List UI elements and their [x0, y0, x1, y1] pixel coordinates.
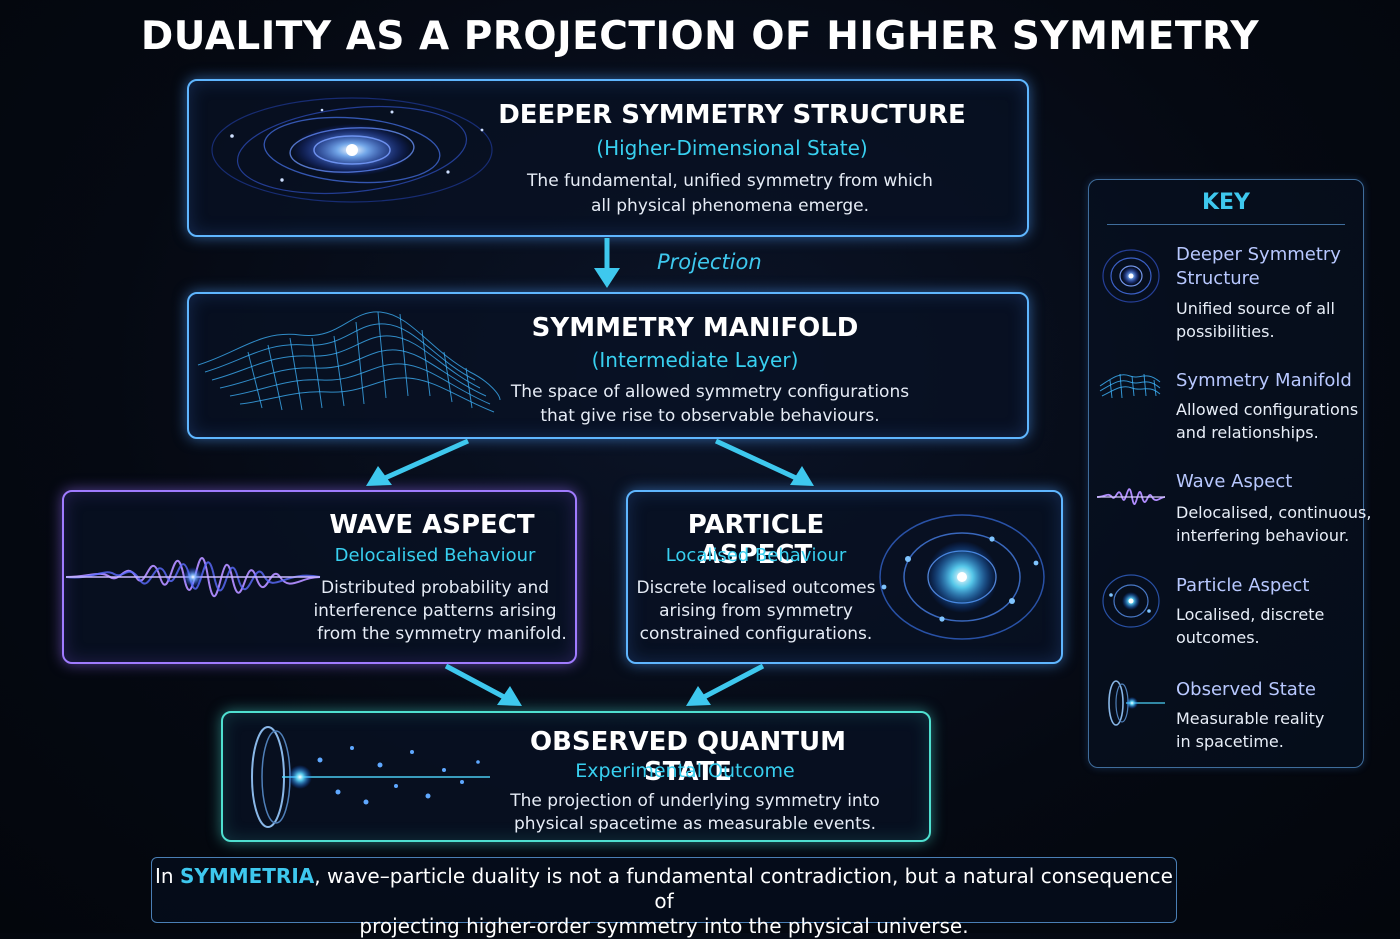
- arrow-particle-to-observed: [702, 663, 765, 700]
- arrow-wave-to-observed-head: [497, 686, 522, 706]
- wave-aspect-desc-2: interference patterns arising: [313, 601, 557, 621]
- particle-aspect-desc-2: arising from symmetry: [659, 601, 853, 621]
- key-item-manifold-desc-2: and relationships.: [1176, 423, 1319, 442]
- symmetry-manifold-box: [187, 292, 1029, 439]
- deeper-symmetry-subtitle: (Higher-Dimensional State): [596, 136, 868, 160]
- spiral-galaxy-icon: [211, 97, 493, 203]
- key-title: KEY: [1201, 190, 1250, 215]
- key-item-wave-desc-1: Delocalised, continuous,: [1176, 503, 1372, 522]
- flow-arrows: [366, 238, 814, 706]
- observed-state-desc-2: physical spacetime as measurable events.: [514, 814, 876, 834]
- deeper-symmetry-heading: DEEPER SYMMETRY STRUCTURE: [498, 100, 966, 130]
- arrow-deeper-to-manifold-head: [594, 268, 620, 288]
- wave-aspect-heading: WAVE ASPECT: [329, 510, 535, 540]
- key-item-deeper-desc-2: possibilities.: [1176, 322, 1275, 341]
- page-title: DUALITY AS A PROJECTION OF HIGHER SYMMET…: [140, 14, 1260, 59]
- key-item-deeper-name-2: Structure: [1176, 268, 1260, 289]
- symmetry-manifold-desc-2: that give rise to observable behaviours.: [540, 406, 880, 426]
- particle-aspect-subtitle: Localised Behaviour: [665, 545, 847, 566]
- wave-aspect-desc-1: Distributed probability and: [320, 578, 550, 598]
- key-detector-lens-icon: [1108, 680, 1165, 726]
- arrow-wave-to-observed: [444, 663, 506, 700]
- arrow-manifold-to-particle-head: [790, 466, 814, 486]
- projection-label: Projection: [657, 250, 762, 274]
- arrow-manifold-to-wave: [383, 438, 470, 481]
- particle-aspect-desc-3: constrained configurations.: [639, 624, 873, 644]
- wave-packet-icon: [65, 557, 321, 597]
- arrow-particle-to-observed-head: [686, 686, 711, 706]
- arrow-manifold-to-wave-head: [366, 466, 392, 486]
- key-wave-packet-icon: [1096, 488, 1166, 505]
- key-item-particle-desc-2: outcomes.: [1176, 628, 1260, 647]
- key-item-deeper-name-1: Deeper Symmetry: [1176, 244, 1341, 265]
- symmetry-manifold-subtitle: (Intermediate Layer): [591, 348, 799, 372]
- observed-state-subtitle: Experimental Outcome: [575, 760, 795, 782]
- key-spiral-galaxy-icon: [1102, 249, 1160, 303]
- deeper-symmetry-desc-2: all physical phenomena emerge.: [590, 196, 869, 216]
- key-item-manifold-name: Symmetry Manifold: [1176, 370, 1352, 391]
- key-item-deeper-desc-1: Unified source of all: [1176, 299, 1335, 318]
- detector-lens-icon: [251, 726, 490, 828]
- key-divider: [1107, 224, 1345, 225]
- particle-orbit-icon: [879, 514, 1045, 640]
- symmetry-manifold-desc-1: The space of allowed symmetry configurat…: [510, 382, 910, 402]
- key-item-wave-desc-2: interfering behaviour.: [1176, 526, 1350, 545]
- key-mesh-surface-icon: [1099, 373, 1161, 399]
- summary-note-brand: SYMMETRIA: [179, 864, 315, 888]
- observed-state-heading: OBSERVED QUANTUM STATE: [530, 727, 846, 787]
- symmetry-manifold-heading: SYMMETRY MANIFOLD: [531, 313, 859, 343]
- key-item-observed-desc-2: in spacetime.: [1176, 732, 1284, 751]
- key-item-manifold-desc-1: Allowed configurations: [1176, 400, 1359, 419]
- key-item-wave-name: Wave Aspect: [1176, 471, 1293, 492]
- arrow-manifold-to-particle: [714, 438, 798, 481]
- wave-aspect-desc-3: from the symmetry manifold.: [317, 624, 567, 644]
- wave-aspect-subtitle: Delocalised Behaviour: [334, 545, 536, 566]
- particle-aspect-heading: PARTICLE ASPECT: [687, 510, 825, 570]
- mesh-surface-icon: [197, 311, 501, 413]
- key-item-observed-desc-1: Measurable reality: [1176, 709, 1325, 728]
- key-item-particle-desc-1: Localised, discrete: [1176, 605, 1325, 624]
- particle-aspect-desc-1: Discrete localised outcomes: [636, 578, 876, 598]
- key-item-observed-name: Observed State: [1176, 679, 1316, 700]
- summary-note-box: [151, 857, 1177, 923]
- summary-note-line1: , wave–particle duality is not a fundame…: [314, 864, 1173, 913]
- key-item-particle-name: Particle Aspect: [1176, 575, 1310, 596]
- key-particle-orbit-icon: [1102, 574, 1160, 628]
- deeper-symmetry-desc-1: The fundamental, unified symmetry from w…: [527, 171, 933, 191]
- observed-state-desc-1: The projection of underlying symmetry in…: [510, 791, 880, 811]
- summary-note-prefix: In: [155, 864, 180, 888]
